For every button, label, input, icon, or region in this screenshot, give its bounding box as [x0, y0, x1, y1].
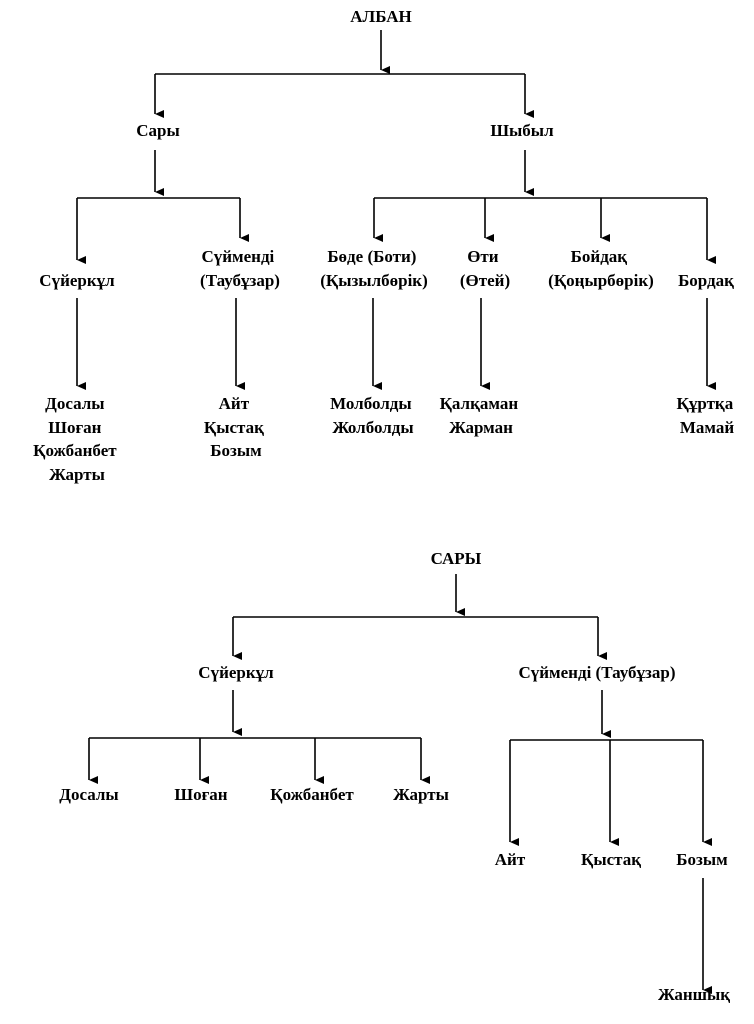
leaves-bode: Молболды Жолболды: [330, 394, 416, 437]
leaves-suimendi: Айт Қыстақ Бозым: [204, 394, 268, 460]
node-boidak: Бойдақ (Қоңырбөрік): [548, 247, 654, 290]
node-kozhbanbet-2: Қожбанбет: [270, 785, 354, 804]
node-zhanshyk: Жаншық: [658, 985, 730, 1004]
node-shybyl: Шыбыл: [490, 121, 554, 140]
node-alban: АЛБАН: [350, 7, 411, 26]
node-shogan-2: Шоған: [174, 785, 227, 804]
node-zharty-2: Жарты: [393, 785, 449, 804]
node-kystak-2: Қыстақ: [581, 850, 641, 869]
node-bozym-2: Бозым: [676, 850, 728, 869]
tree-sary: САРЫ Сүйеркұл Сүйменді (Таубұзар) Досалы…: [59, 549, 730, 1004]
node-ait-2: Айт: [495, 850, 526, 869]
node-suimendi-2: Сүйменді (Таубұзар): [518, 663, 675, 682]
node-sary-root: САРЫ: [431, 549, 482, 568]
leaves-suierkul: Досалы Шоған Қожбанбет Жарты: [33, 394, 121, 484]
node-suierkul-2: Сүйеркұл: [198, 663, 274, 682]
node-oti: Өти (Өтей): [460, 247, 510, 290]
node-dosaly-2: Досалы: [59, 785, 118, 804]
tree-alban: АЛБАН Сары Шыбыл Сүйеркұл Сүйменді (Тауб…: [33, 7, 738, 484]
node-bordak: Бордақ: [678, 271, 734, 290]
node-bode: Бөде (Боти) (Қызылбөрік): [320, 247, 428, 290]
node-suierkul: Сүйеркұл: [39, 271, 115, 290]
node-suimendi: Сүйменді (Таубұзар): [200, 247, 280, 290]
leaves-oti: Қалқаман Жарман: [440, 394, 523, 437]
node-sary: Сары: [136, 121, 180, 140]
leaves-bordak: Құртқа Мамай: [677, 394, 738, 437]
